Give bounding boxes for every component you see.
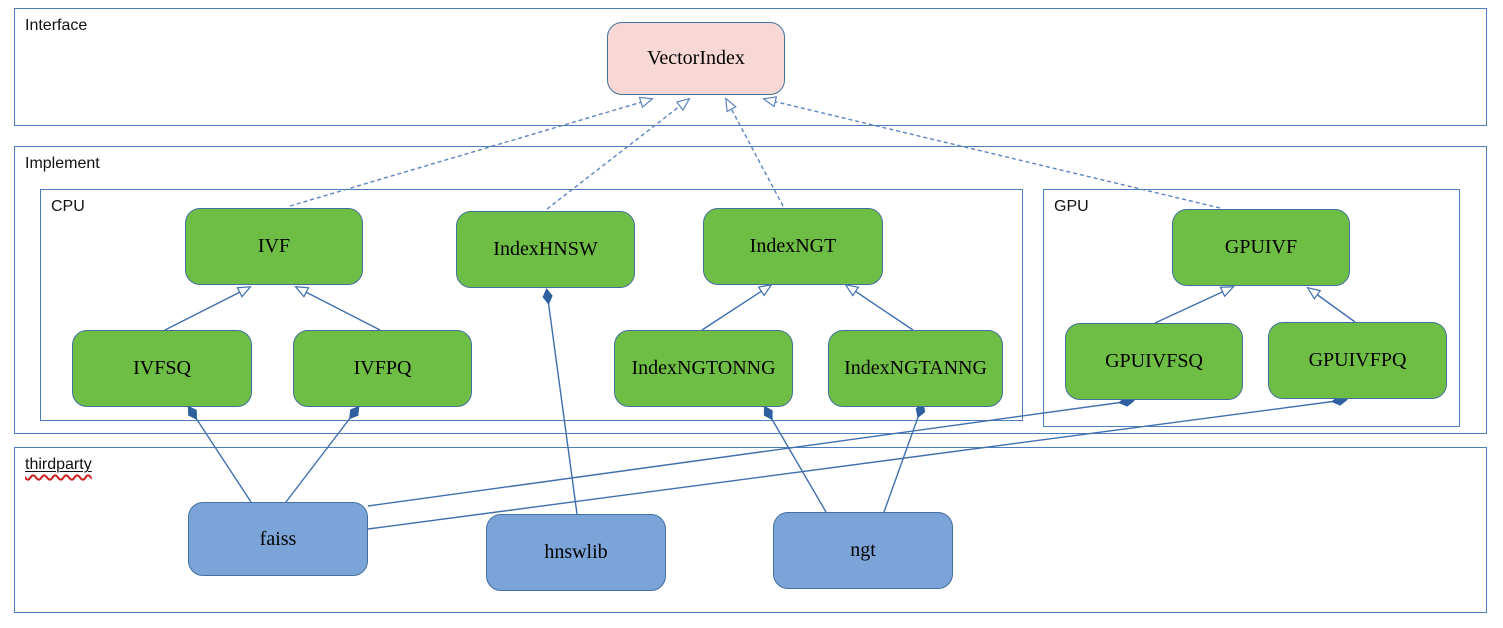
node-ivf[interactable]: IVF (185, 208, 363, 285)
container-interface-label: Interface (25, 17, 88, 34)
node-ivfpq[interactable]: IVFPQ (293, 330, 472, 407)
container-implement-label: Implement (25, 155, 100, 172)
node-gpuivf-label: GPUIVF (1224, 236, 1298, 258)
node-indexhnsw-label: IndexHNSW (493, 238, 598, 260)
node-ngt-label: ngt (850, 539, 876, 561)
node-vectorindex[interactable]: VectorIndex (607, 22, 785, 95)
node-faiss-label: faiss (259, 527, 297, 550)
container-thirdparty-label: thirdparty (25, 456, 92, 473)
container-cpu-label: CPU (51, 198, 85, 215)
node-ivfsq-label: IVFSQ (133, 357, 191, 379)
node-indexngtanng[interactable]: IndexNGTANNG (828, 330, 1003, 407)
node-hnswlib[interactable]: hnswlib (486, 514, 666, 591)
node-gpuivf[interactable]: GPUIVF (1172, 209, 1350, 286)
node-indexngt-label: IndexNGT (749, 235, 837, 257)
node-vectorindex-label: VectorIndex (647, 47, 745, 69)
node-gpuivfpq-label: GPUIVFPQ (1308, 349, 1407, 371)
node-indexngtanng-label: IndexNGTANNG (844, 357, 987, 379)
container-gpu-label: GPU (1054, 198, 1089, 215)
node-gpuivfsq-label: GPUIVFSQ (1105, 350, 1203, 372)
node-ivfpq-label: IVFPQ (353, 357, 412, 379)
node-indexngtonng-label: IndexNGTONNG (631, 357, 776, 379)
node-gpuivfsq[interactable]: GPUIVFSQ (1065, 323, 1243, 400)
node-indexngtonng[interactable]: IndexNGTONNG (614, 330, 793, 407)
node-ivfsq[interactable]: IVFSQ (72, 330, 252, 407)
node-hnswlib-label: hnswlib (544, 541, 608, 563)
node-indexhnsw[interactable]: IndexHNSW (456, 211, 635, 288)
node-ivf-label: IVF (257, 235, 291, 257)
node-ngt[interactable]: ngt (773, 512, 953, 589)
node-indexngt[interactable]: IndexNGT (703, 208, 883, 285)
node-faiss[interactable]: faiss (188, 502, 368, 576)
node-gpuivfpq[interactable]: GPUIVFPQ (1268, 322, 1447, 399)
